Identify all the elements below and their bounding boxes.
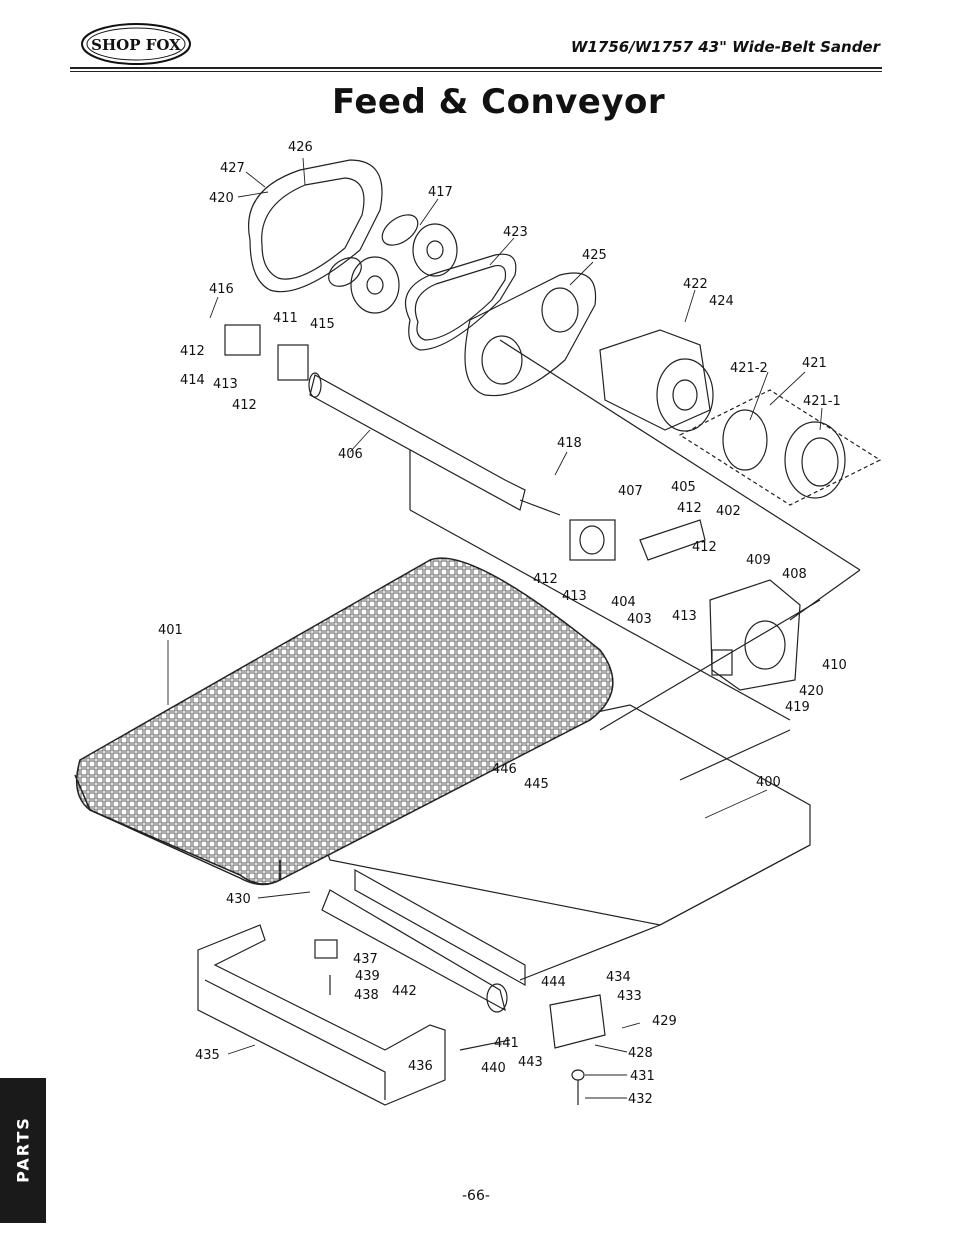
callout-412-e: 412 <box>533 572 558 587</box>
callout-412-c: 412 <box>677 501 702 516</box>
callout-420-b: 420 <box>799 684 824 699</box>
callout-446: 446 <box>492 762 517 777</box>
callout-442: 442 <box>392 984 417 999</box>
callout-425: 425 <box>582 248 607 263</box>
callout-403: 403 <box>627 612 652 627</box>
shop-fox-logo: SHOP FOX <box>81 23 191 65</box>
callout-417: 417 <box>428 185 453 200</box>
callout-410: 410 <box>822 658 847 673</box>
callout-434: 434 <box>606 970 631 985</box>
model-title: W1756/W1757 43" Wide-Belt Sander <box>570 38 880 56</box>
callout-411: 411 <box>273 311 298 326</box>
callout-407: 407 <box>618 484 643 499</box>
callout-404: 404 <box>611 595 636 610</box>
callout-419: 419 <box>785 700 810 715</box>
callout-422: 422 <box>683 277 708 292</box>
callout-400: 400 <box>756 775 781 790</box>
callout-402: 402 <box>716 504 741 519</box>
callout-431: 431 <box>630 1069 655 1084</box>
parts-tab-label: PARTS <box>13 1116 33 1183</box>
callout-423: 423 <box>503 225 528 240</box>
callout-421-1: 421-1 <box>803 394 841 409</box>
callout-435: 435 <box>195 1048 220 1063</box>
callout-426: 426 <box>288 140 313 155</box>
logo-text: SHOP FOX <box>91 36 181 54</box>
page-title: Feed & Conveyor <box>332 82 666 122</box>
callout-430: 430 <box>226 892 251 907</box>
callout-437: 437 <box>353 952 378 967</box>
callout-415: 415 <box>310 317 335 332</box>
callout-412-a: 412 <box>180 344 205 359</box>
callout-441: 441 <box>494 1036 519 1051</box>
callout-439: 439 <box>355 969 380 984</box>
page-number: -66- <box>462 1188 490 1204</box>
callout-405: 405 <box>671 480 696 495</box>
callout-408: 408 <box>782 567 807 582</box>
callout-443: 443 <box>518 1055 543 1070</box>
callout-428: 428 <box>628 1046 653 1061</box>
callout-412-d: 412 <box>692 540 717 555</box>
callout-438: 438 <box>354 988 379 1003</box>
callout-416: 416 <box>209 282 234 297</box>
callout-418: 418 <box>557 436 582 451</box>
callout-427: 427 <box>220 161 245 176</box>
callout-433: 433 <box>617 989 642 1004</box>
callout-413-c: 413 <box>672 609 697 624</box>
callout-413-b: 413 <box>562 589 587 604</box>
callout-444: 444 <box>541 975 566 990</box>
callout-440: 440 <box>481 1061 506 1076</box>
callout-420: 420 <box>209 191 234 206</box>
callout-406: 406 <box>338 447 363 462</box>
callout-409: 409 <box>746 553 771 568</box>
callout-445: 445 <box>524 777 549 792</box>
callout-424: 424 <box>709 294 734 309</box>
callout-429: 429 <box>652 1014 677 1029</box>
callout-421: 421 <box>802 356 827 371</box>
callout-421-2: 421-2 <box>730 361 768 376</box>
header-rule <box>70 67 882 69</box>
callout-412-b: 412 <box>232 398 257 413</box>
callout-432: 432 <box>628 1092 653 1107</box>
callout-413-a: 413 <box>213 377 238 392</box>
parts-side-tab <box>0 1078 46 1223</box>
callout-414: 414 <box>180 373 205 388</box>
header-rule-thin <box>70 71 882 72</box>
callout-401: 401 <box>158 623 183 638</box>
callout-436: 436 <box>408 1059 433 1074</box>
